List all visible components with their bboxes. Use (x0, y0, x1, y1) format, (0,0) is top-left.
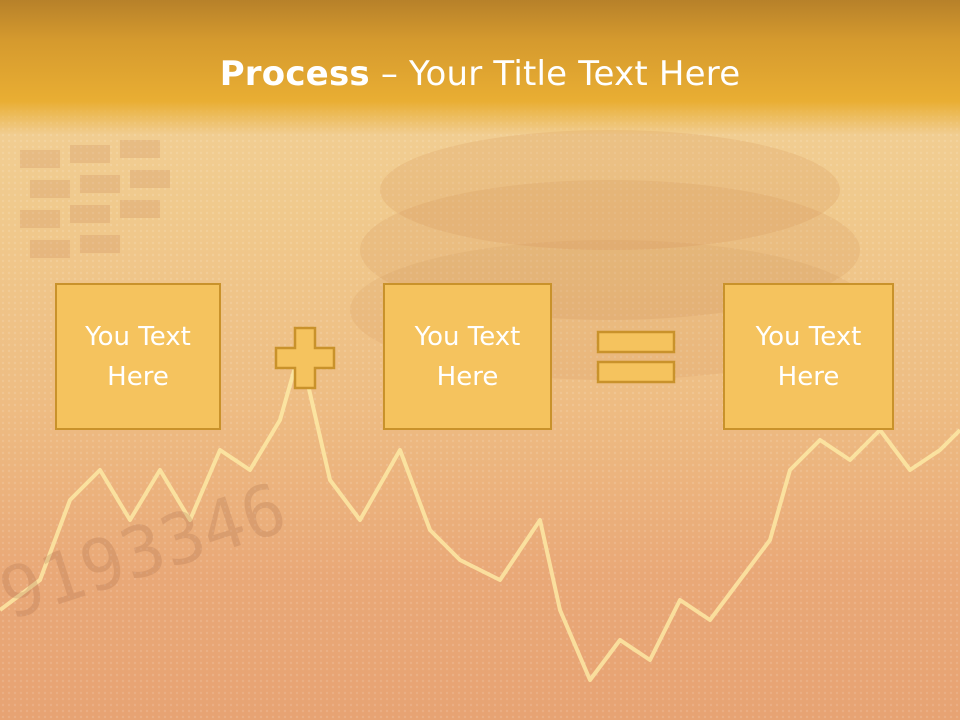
process-box-1-text: You Text Here (85, 321, 191, 392)
equals-icon (596, 330, 676, 384)
plus-icon (274, 326, 336, 390)
title-bar (0, 0, 960, 135)
title-bold: Process (219, 54, 370, 94)
process-box-2[interactable]: You Text Here (383, 283, 552, 430)
title-rest: – Your Title Text Here (369, 54, 741, 94)
process-box-3-text: You Text Here (755, 321, 862, 392)
slide-title[interactable]: Process – Your Title Text Here (0, 50, 960, 98)
process-box-3[interactable]: You Text Here (723, 283, 894, 430)
process-box-1[interactable]: You Text Here (55, 283, 221, 430)
process-box-2-text: You Text Here (414, 321, 521, 392)
